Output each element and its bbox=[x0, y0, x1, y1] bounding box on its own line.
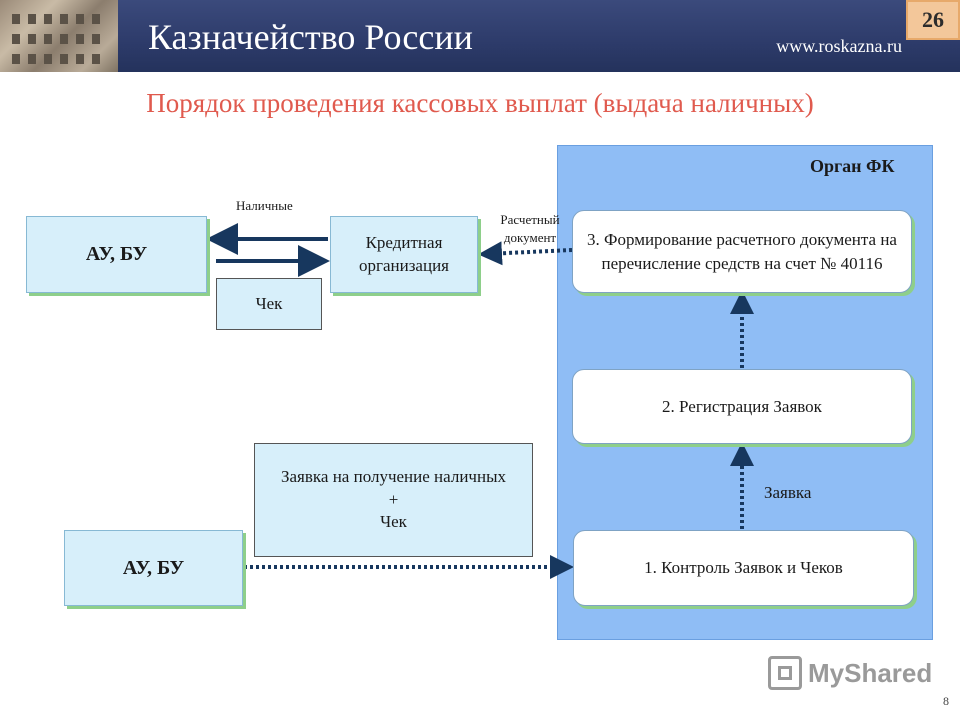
au-bu-top-label: АУ, БУ bbox=[85, 243, 148, 265]
header-title: Казначейство России bbox=[148, 17, 473, 57]
page-badge: 26 bbox=[906, 0, 960, 40]
request-note-label: Заявка на получение наличных + Чек bbox=[281, 466, 506, 532]
step3-label: 3. Формирование расчетного документа на … bbox=[587, 229, 897, 273]
header-bar: Казначейство России www.roskazna.ru bbox=[0, 0, 960, 72]
myshared-watermark: MyShared bbox=[768, 656, 932, 690]
slide-number: 8 bbox=[943, 694, 949, 708]
header-url[interactable]: www.roskazna.ru bbox=[776, 36, 902, 56]
check-note-label: Чек bbox=[255, 294, 283, 313]
fk-panel-title: Орган ФК bbox=[810, 156, 895, 176]
step1-box: 1. Контроль Заявок и Чеков bbox=[573, 530, 914, 606]
building-photo bbox=[0, 0, 118, 72]
request-label: Заявка bbox=[764, 483, 812, 502]
myshared-logo-icon bbox=[768, 656, 802, 690]
settlement-doc-arrow bbox=[478, 241, 573, 266]
step1-label: 1. Контроль Заявок и Чеков bbox=[644, 558, 843, 577]
slide-title: Порядок проведения кассовых выплат (выда… bbox=[146, 88, 814, 118]
myshared-brand: MyShared bbox=[808, 657, 933, 688]
settlement-doc-label: Расчетный документ bbox=[500, 212, 560, 245]
au-bu-top-box: АУ, БУ bbox=[26, 216, 207, 293]
credit-org-box: Кредитная организация bbox=[330, 216, 478, 293]
au-bu-bottom-label: АУ, БУ bbox=[122, 556, 185, 579]
step3-box: 3. Формирование расчетного документа на … bbox=[572, 210, 912, 293]
check-note: Чек bbox=[216, 278, 322, 330]
credit-org-label: Кредитная организация bbox=[359, 233, 449, 275]
au-bu-bottom-box: АУ, БУ bbox=[64, 530, 243, 606]
step2-label: 2. Регистрация Заявок bbox=[662, 396, 822, 416]
cash-label: Наличные bbox=[236, 198, 293, 213]
request-note: Заявка на получение наличных + Чек bbox=[254, 443, 533, 557]
step2-box: 2. Регистрация Заявок bbox=[572, 369, 912, 444]
